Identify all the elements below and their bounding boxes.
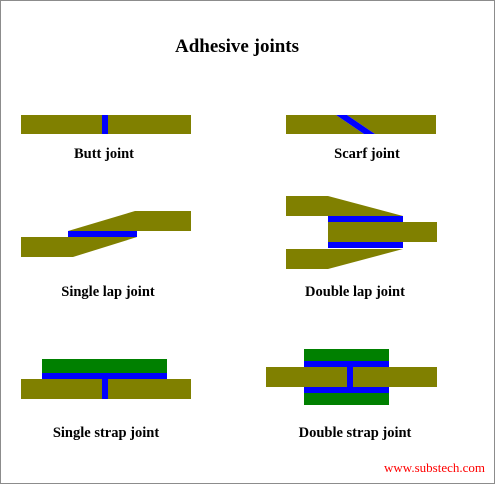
- strap-bottom: [304, 393, 389, 405]
- adhesive-layer-butt: [102, 379, 108, 399]
- single-lap-joint: Single lap joint: [21, 211, 191, 300]
- double-strap-joint: Double strap joint: [266, 349, 437, 441]
- adhesive-layer-bottom: [328, 242, 403, 248]
- double-lap-joint-label: Double lap joint: [305, 284, 405, 300]
- adherend-right: [108, 115, 191, 134]
- single-strap-joint-label: Single strap joint: [53, 425, 160, 441]
- double-lap-joint: Double lap joint: [286, 196, 437, 300]
- adhesive-layer: [336, 115, 375, 134]
- double-strap-joint-label: Double strap joint: [299, 425, 412, 441]
- adherend-outer-top: [286, 196, 403, 216]
- adhesive-layer-bottom: [304, 387, 389, 393]
- strap-top: [304, 349, 389, 361]
- adhesive-layer-top: [328, 216, 403, 222]
- adherend-outer-bottom: [286, 249, 403, 269]
- adherend-left: [21, 379, 102, 399]
- adherend-left: [21, 115, 102, 134]
- scarf-joint-label: Scarf joint: [334, 146, 400, 162]
- adhesive-layer: [102, 115, 108, 134]
- adherend-right: [353, 367, 437, 387]
- adherend-left: [266, 367, 347, 387]
- adherend-bottom: [21, 237, 137, 257]
- diagram-title: Adhesive joints: [175, 36, 299, 57]
- adherend-right: [108, 379, 191, 399]
- scarf-joint: Scarf joint: [286, 115, 436, 162]
- adherend-left: [286, 115, 364, 134]
- butt-joint: Butt joint: [21, 115, 191, 162]
- source-link[interactable]: www.substech.com: [384, 460, 485, 475]
- adhesive-layer: [68, 231, 137, 237]
- adherend-right: [347, 115, 436, 134]
- butt-joint-label: Butt joint: [74, 146, 134, 162]
- strap: [42, 359, 167, 373]
- single-strap-joint: Single strap joint: [21, 359, 191, 441]
- adherend-center: [328, 222, 437, 242]
- adherend-top: [68, 211, 191, 231]
- adhesive-layer-butt: [347, 367, 353, 387]
- adhesive-layer-top: [304, 361, 389, 367]
- single-lap-joint-label: Single lap joint: [61, 284, 155, 300]
- adhesive-layer-strap: [42, 373, 167, 379]
